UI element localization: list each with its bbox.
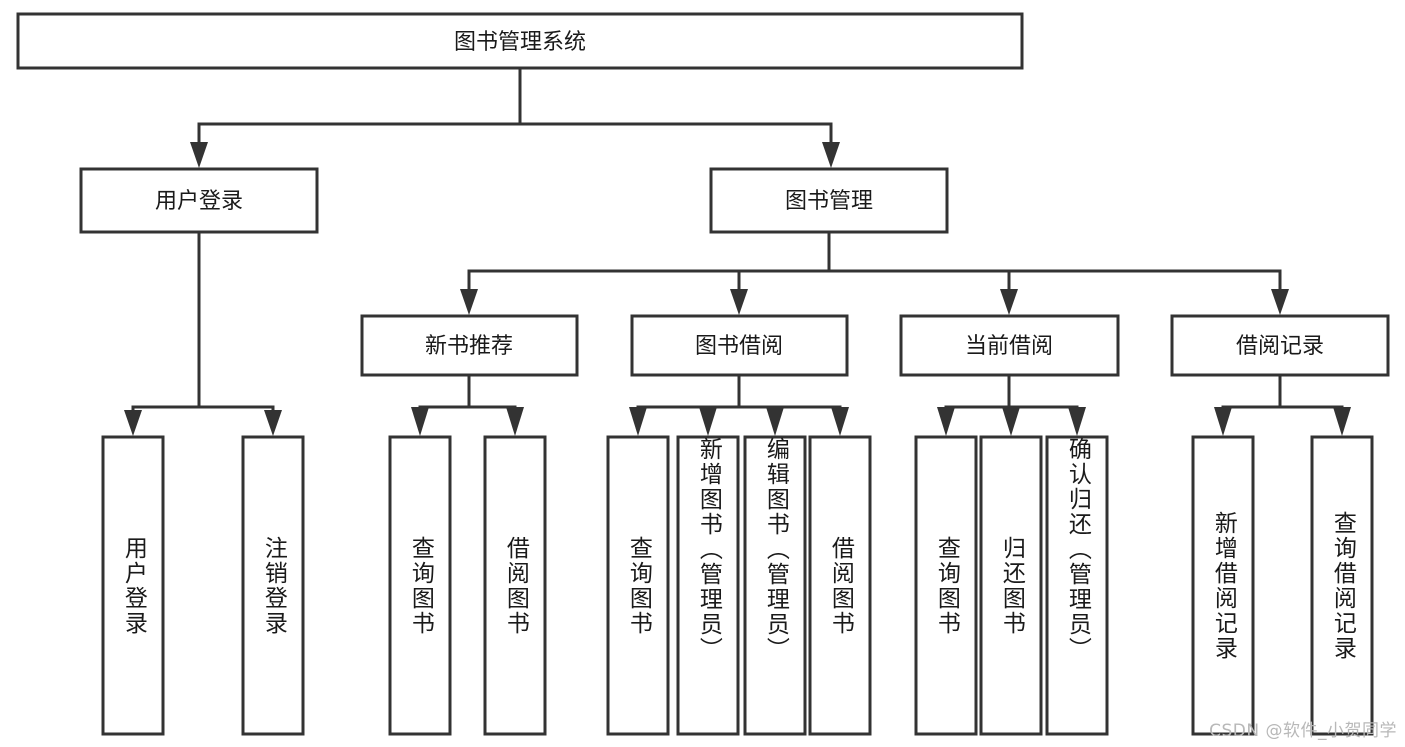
node-book-borrow[interactable]: 图书借阅 [630,314,849,377]
leaf-box-cur-confirm-return[interactable] [1045,435,1109,736]
arrow-head-user-login [190,142,208,168]
arrow-head-record [1271,289,1289,315]
leaf-box-nb-query-book[interactable] [388,435,452,736]
connector-bookmgmt-to-level3 [460,230,1289,315]
leaf-box-user-login[interactable] [101,435,165,736]
node-new-book-recommend-box [360,314,579,377]
arrow-head-leaf-bk-borrow [831,407,849,436]
leaf-box-bk-query-book[interactable] [606,435,670,736]
node-root-box [16,12,1024,70]
leaf-box-cur-query-book[interactable] [914,435,978,736]
arrow-head-current [1000,289,1018,315]
watermark-credit: CSDN @软件_小贺同学 [1209,721,1397,741]
connector-current-to-leaves [937,373,1086,436]
node-book-management-label: 图书管理 [785,189,873,214]
node-user-login[interactable]: 用户登录 [79,167,319,234]
connector-newbook-to-leaves [411,373,524,436]
arrow-head-leaf-rec-add [1214,407,1232,436]
node-book-borrow-box [630,314,849,377]
node-borrow-record[interactable]: 借阅记录 [1170,314,1390,377]
node-borrow-record-label: 借阅记录 [1236,334,1324,359]
node-book-borrow-label: 图书借阅 [695,334,783,359]
arrow-head-book-mgmt [822,142,840,168]
node-current-borrow-box [899,314,1120,377]
arrow-head-leaf-nb-borrow [506,407,524,436]
leaf-box-bk-borrow-book[interactable] [808,435,872,736]
leaf-box-bk-add-book[interactable] [676,435,740,736]
arrow-head-leaf-rec-query [1333,407,1351,436]
leaf-box-bk-edit-book[interactable] [743,435,807,736]
leaf-box-logout[interactable] [241,435,305,736]
connector-root-to-level2 [190,66,840,168]
arrow-head-leaf-bk-add [699,407,717,436]
node-root-label: 图书管理系统 [454,30,586,55]
arrow-head-leaf-bk-edit [766,407,784,436]
node-borrow-record-box [1170,314,1390,377]
connector-borrow-to-leaves [629,373,849,436]
node-book-management[interactable]: 图书管理 [709,167,949,234]
leaf-box-cur-return-book[interactable] [979,435,1043,736]
node-book-management-box [709,167,949,234]
arrow-head-leaf-nb-query [411,407,429,436]
node-new-book-recommend-label: 新书推荐 [425,334,513,359]
arrow-head-leaf-bk-query [629,407,647,436]
node-root-library-system[interactable]: 图书管理系统 [16,12,1024,70]
arrow-head-leaf-cur-query [937,407,955,436]
connector-userlogin-to-leaves [124,230,282,436]
leaf-box-rec-query-record[interactable] [1310,435,1374,736]
arrow-head-leaf-logout [264,410,282,436]
arrow-head-leaf-userlogin [124,410,142,436]
leaf-box-rec-add-record[interactable] [1191,435,1255,736]
connector-record-to-leaves [1214,373,1351,436]
node-new-book-recommend[interactable]: 新书推荐 [360,314,579,377]
leaf-box-nb-borrow-book[interactable] [483,435,547,736]
node-user-login-label: 用户登录 [155,189,243,214]
arrow-head-borrow [730,289,748,315]
node-user-login-box [79,167,319,234]
arrow-head-newbook [460,289,478,315]
node-current-borrow-label: 当前借阅 [965,334,1053,359]
arrow-head-leaf-cur-confirm [1068,407,1086,436]
node-current-borrow[interactable]: 当前借阅 [899,314,1120,377]
arrow-head-leaf-cur-return [1002,407,1020,436]
